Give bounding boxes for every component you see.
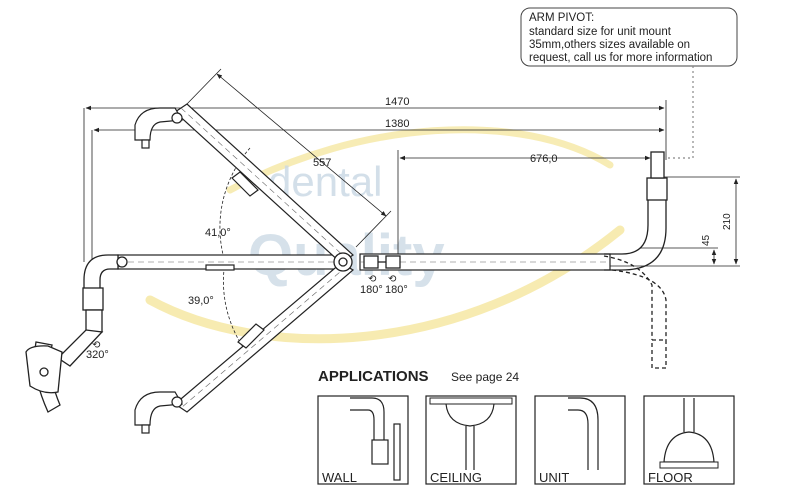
note-line-2: standard size for unit mount	[529, 26, 672, 38]
application-ceiling: CEILING	[425, 395, 517, 485]
horizontal-arm	[117, 253, 611, 271]
application-label-ceiling: CEILING	[430, 470, 482, 485]
dim-heights: 210 45	[604, 176, 740, 267]
left-elbow-head	[25, 254, 128, 413]
dim-557-label: 557	[313, 157, 331, 169]
head-rotation: ⟲ 320°	[86, 340, 109, 361]
arm-pivot-note: ARM PIVOT: standard size for unit mount …	[520, 7, 738, 67]
application-label-wall: WALL	[322, 470, 357, 485]
note-leader-line	[668, 66, 694, 159]
rotation-head-label: 320°	[86, 349, 109, 361]
central-pivot	[333, 252, 401, 272]
note-line-4: request, call us for more information	[529, 52, 712, 64]
upper-arm	[134, 103, 354, 264]
note-line-3: 35mm,others sizes available on	[529, 39, 690, 51]
application-wall: WALL	[317, 395, 409, 485]
note-line-1: ARM PIVOT:	[529, 12, 594, 24]
rotate-icon: ⟲	[368, 274, 377, 285]
applications-title: APPLICATIONS	[318, 368, 429, 385]
rotation-a-label: 180°	[360, 284, 383, 296]
dim-45-label: 45	[701, 234, 712, 246]
application-label-floor: FLOOR	[648, 470, 693, 485]
rotate-icon: ⟲	[388, 274, 397, 285]
rotation-b-label: 180°	[385, 284, 408, 296]
dim-676-label: 676,0	[530, 153, 558, 165]
rotation-icons: ⟲ ⟲ 180° 180°	[360, 274, 408, 296]
dim-1380-label: 1380	[385, 118, 409, 130]
angle-lower-label: 39,0°	[188, 295, 214, 307]
angle-arcs: 41,0° 39,0°	[188, 147, 251, 351]
rotate-icon: ⟲	[92, 340, 101, 351]
application-unit: UNIT	[534, 395, 626, 485]
dim-arm-length: 557	[185, 68, 392, 248]
dim-offset: 676,0	[397, 150, 651, 262]
dim-1470-label: 1470	[385, 96, 409, 108]
applications-subtitle: See page 24	[451, 370, 519, 384]
applications-section: APPLICATIONS See page 24 WALL CEILING UN…	[317, 368, 735, 485]
lower-arm	[134, 262, 355, 434]
application-label-unit: UNIT	[539, 470, 569, 485]
dim-210-label: 210	[722, 213, 733, 230]
angle-upper-label: 41,0°	[205, 227, 231, 239]
right-elbow-mount	[603, 151, 668, 369]
application-floor: FLOOR	[643, 395, 735, 485]
